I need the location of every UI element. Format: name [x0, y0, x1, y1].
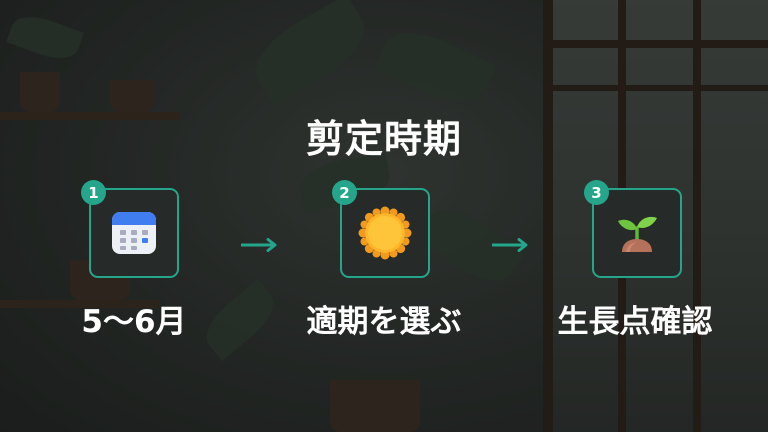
step-card	[89, 188, 179, 278]
arrow-right-icon	[241, 238, 277, 252]
step-1-caption: 5〜6月	[81, 304, 187, 340]
sprout-icon	[618, 216, 657, 252]
sun-icon	[358, 206, 412, 260]
arrow-right-icon	[492, 238, 528, 252]
step-3-caption: 生長点確認	[557, 304, 713, 340]
step-card	[340, 188, 430, 278]
step-number-badge: 3	[584, 180, 609, 205]
calendar-icon	[112, 212, 156, 254]
step-number-badge: 2	[332, 180, 357, 205]
step-1: 1	[81, 180, 179, 278]
page-title: 剪定時期	[305, 117, 462, 161]
step-card	[592, 188, 682, 278]
step-2: 2	[332, 180, 430, 278]
step-number-badge: 1	[81, 180, 106, 205]
step-2-caption: 適期を選ぶ	[306, 304, 462, 340]
step-3: 3	[584, 180, 682, 278]
